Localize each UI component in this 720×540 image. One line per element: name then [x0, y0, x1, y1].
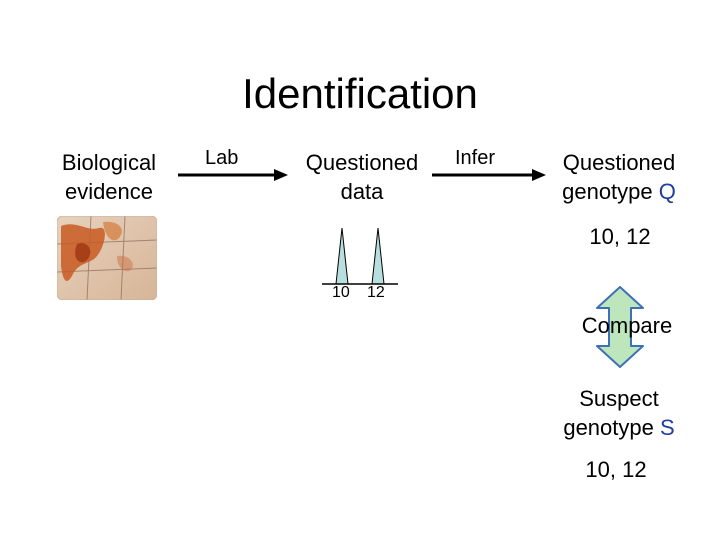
evidence-label-line1: Biological — [61, 150, 157, 175]
questioned-alleles: 10, 12 — [589, 224, 651, 249]
peak-10 — [335, 227, 349, 285]
compare-double-arrow — [596, 286, 644, 368]
questioned-data-label: Questioned data — [296, 148, 428, 206]
page-title: Identification — [242, 70, 478, 117]
compare-label: Compare — [581, 313, 673, 338]
peak-label-10: 10 — [332, 284, 350, 301]
peak-plot — [322, 227, 398, 285]
peak-label-12: 12 — [367, 284, 385, 301]
suspect-genotype-line1: Suspect — [579, 386, 659, 411]
questioned-genotype-label: Questioned genotype Q — [548, 148, 690, 206]
lab-arrow — [178, 169, 288, 181]
suspect-genotype-line2: genotype S — [548, 413, 690, 442]
infer-arrow — [432, 169, 546, 181]
questioned-data-line1: Questioned — [305, 150, 419, 175]
evidence-photo — [57, 216, 157, 300]
peak-12 — [371, 227, 385, 285]
suspect-alleles: 10, 12 — [585, 457, 647, 482]
suspect-genotype-prefix: genotype — [563, 415, 660, 440]
suspect-genotype-symbol: S — [659, 415, 675, 440]
suspect-genotype-label: Suspect genotype S — [548, 384, 690, 442]
infer-label: Infer — [455, 147, 496, 169]
questioned-genotype-line1: Questioned — [562, 150, 676, 175]
evidence-label: Biological evidence — [50, 148, 168, 206]
questioned-genotype-prefix: genotype — [562, 179, 659, 204]
evidence-label-line2: evidence — [64, 179, 154, 204]
questioned-genotype-symbol: Q — [658, 179, 676, 204]
questioned-data-line2: data — [340, 179, 384, 204]
questioned-genotype-line2: genotype Q — [548, 177, 690, 206]
lab-label: Lab — [205, 147, 239, 169]
